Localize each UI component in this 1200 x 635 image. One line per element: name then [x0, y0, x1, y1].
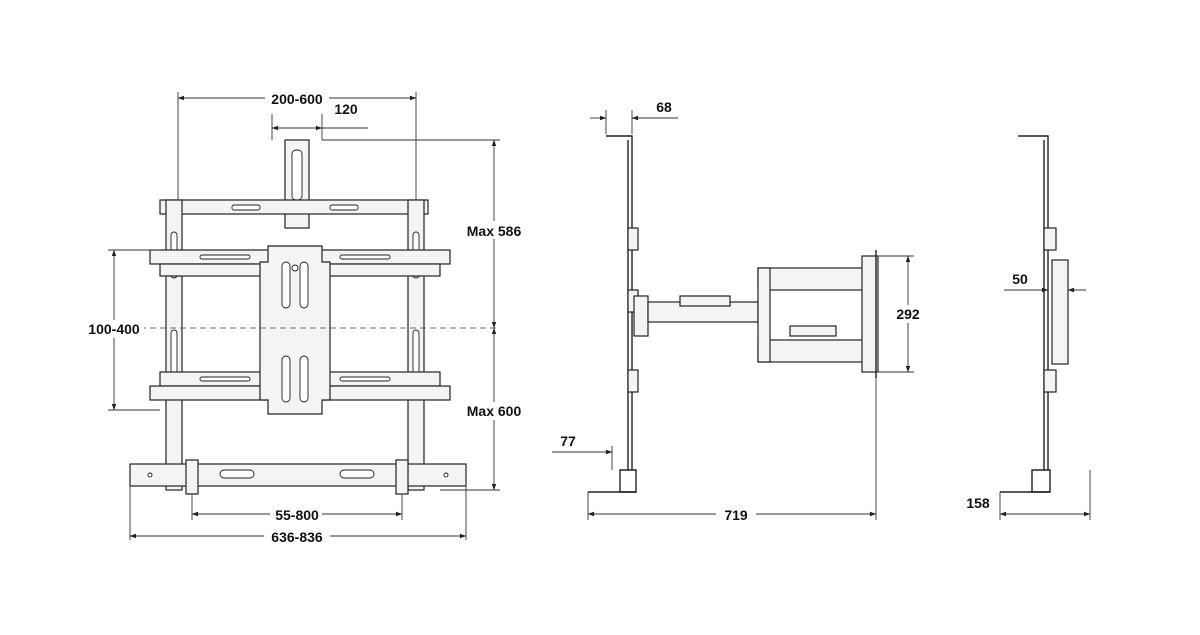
- dim-upper-height-label: Max 586: [467, 223, 522, 239]
- side-view: 68 292 77 719: [552, 99, 926, 523]
- dim-extension-label: 719: [724, 507, 748, 523]
- dim-base-offset-label: 77: [560, 433, 576, 449]
- dim-arm-height-label: 292: [896, 306, 920, 322]
- dim-bottom-rail-label: 55-800: [275, 507, 319, 523]
- dim-base-label: 158: [966, 495, 990, 511]
- dim-left-height-label: 100-400: [88, 321, 140, 337]
- dim-top-column-label: 120: [334, 101, 358, 117]
- dim-top-width-label: 200-600: [271, 91, 323, 107]
- dim-lower-height-label: Max 600: [467, 403, 522, 419]
- profile-view: 50 158: [966, 135, 1091, 520]
- dim-overall-width-label: 636-836: [271, 529, 323, 545]
- dim-top-offset-label: 68: [656, 99, 672, 115]
- dim-depth-label: 50: [1012, 271, 1028, 287]
- front-view: 200-600 120 Max 586 Max 600 100-400 55-8…: [86, 89, 526, 545]
